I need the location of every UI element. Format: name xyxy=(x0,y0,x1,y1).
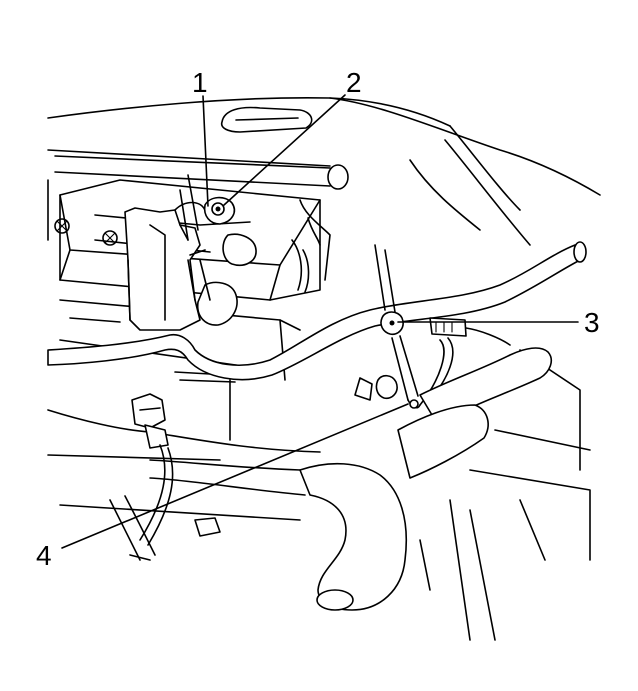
terminal-nut xyxy=(203,196,257,266)
callout-2: 2 xyxy=(346,67,362,98)
callout-3: 3 xyxy=(584,307,600,338)
positive-cable-main xyxy=(179,174,331,293)
callout-labels: 1 2 3 4 xyxy=(36,67,600,571)
engine-bay-structure xyxy=(47,96,601,641)
ground-wire xyxy=(354,337,454,409)
positive-terminal-cover xyxy=(124,201,238,331)
callout-4: 4 xyxy=(36,540,52,571)
front-hoses xyxy=(109,347,552,611)
wiring-harness-front xyxy=(47,241,587,381)
callout-1: 1 xyxy=(192,67,208,98)
callout-leaders xyxy=(61,94,579,549)
left-connector xyxy=(129,393,221,561)
